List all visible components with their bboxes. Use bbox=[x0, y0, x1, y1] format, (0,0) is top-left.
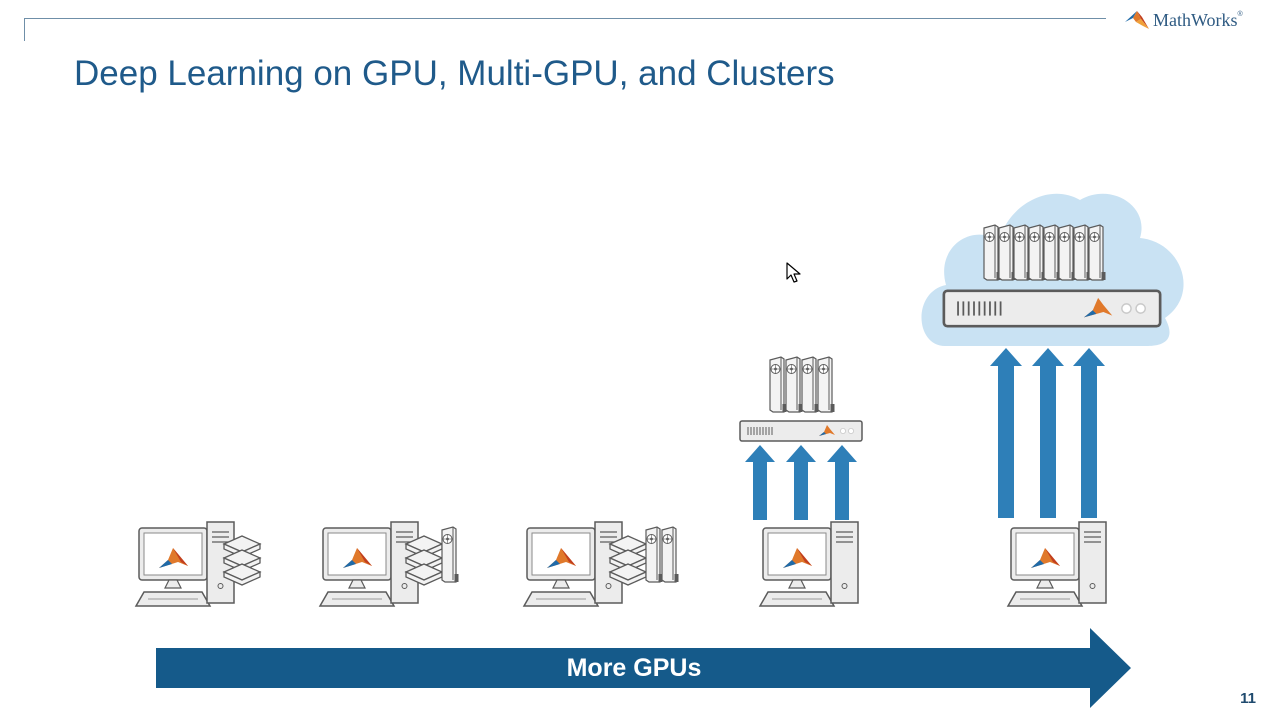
upload-arrows-cloud bbox=[990, 348, 1105, 518]
upload-arrows-server bbox=[745, 445, 857, 520]
more-gpus-arrow bbox=[156, 628, 1131, 708]
stage-cloud-cluster bbox=[921, 193, 1184, 607]
mathworks-logo: MathWorks ® bbox=[1124, 6, 1243, 34]
slide-title: Deep Learning on GPU, Multi-GPU, and Clu… bbox=[74, 54, 835, 93]
stage-single-gpu bbox=[135, 521, 261, 607]
header-rule-tick bbox=[24, 18, 25, 41]
slide-number: 11 bbox=[1240, 690, 1256, 707]
stage-multi-gpu bbox=[523, 521, 680, 607]
mouse-pointer-icon bbox=[786, 262, 801, 283]
logo-registered-mark: ® bbox=[1237, 10, 1243, 18]
stage-multi-gpu-server bbox=[739, 356, 863, 607]
stage-dual-gpu bbox=[319, 521, 460, 607]
logo-wordmark: MathWorks bbox=[1153, 9, 1238, 30]
header-rule bbox=[24, 18, 1106, 19]
membrane-logo-icon bbox=[1125, 11, 1149, 29]
